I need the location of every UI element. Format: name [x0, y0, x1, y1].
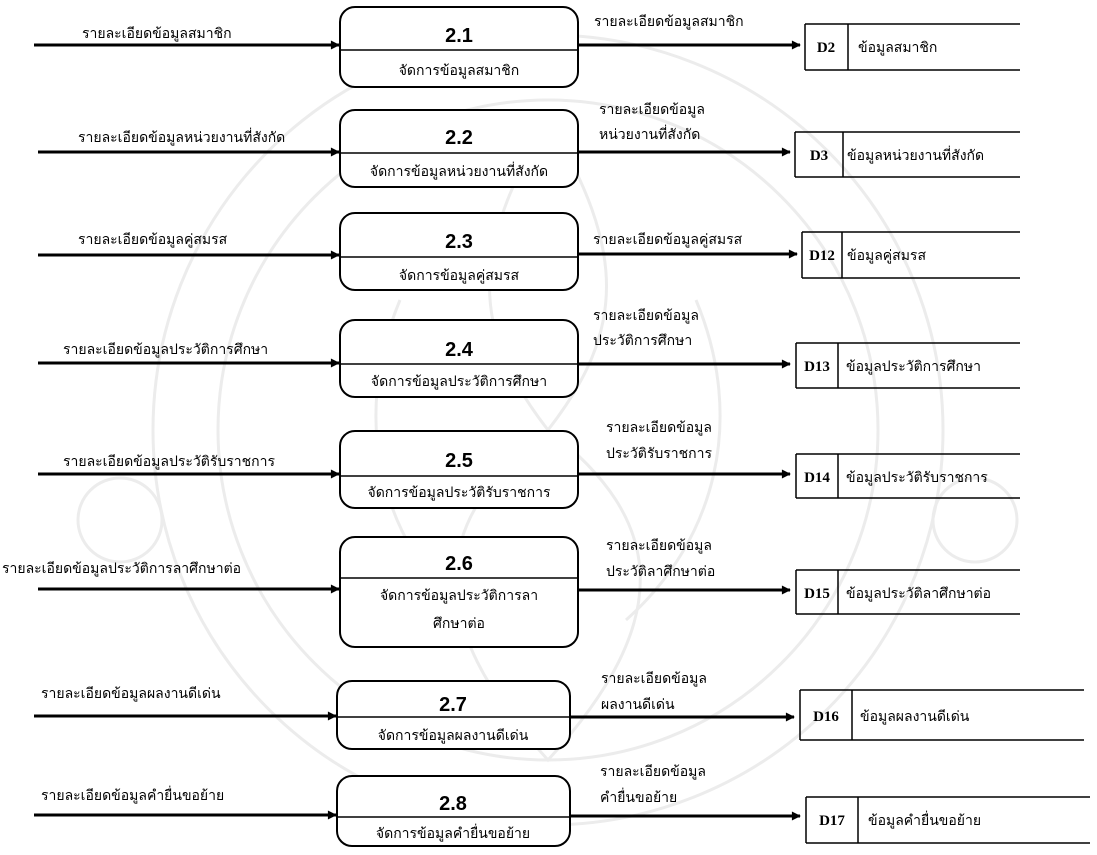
- data-store-D17[interactable]: D17 ข้อมูลคำยื่นขอย้าย: [805, 796, 1090, 844]
- process-2-5[interactable]: 2.5 จัดการข้อมูลประวัติรับราชการ: [339, 430, 579, 509]
- output-flow-label-line-1: รายละเอียดข้อมูล: [606, 420, 712, 436]
- output-flow-label: รายละเอียดข้อมูลคู่สมรส: [593, 232, 743, 248]
- process-2-7[interactable]: 2.7 จัดการข้อมูลผลงานดีเด่น: [336, 680, 571, 750]
- data-store-D12[interactable]: D12 ข้อมูลคู่สมรส: [801, 231, 1020, 279]
- process-2-8[interactable]: 2.8 จัดการข้อมูลคำยื่นขอย้าย: [336, 775, 571, 847]
- input-flow-label: รายละเอียดข้อมูลหน่วยงานที่สังกัด: [78, 128, 285, 146]
- data-store-id: D13: [804, 359, 830, 375]
- output-flow-label-line-2: คำยื่นขอย้าย: [600, 788, 677, 806]
- output-flow-label-line-1: รายละเอียดข้อมูล: [606, 538, 712, 554]
- row-2-3: รายละเอียดข้อมูลคู่สมรส 2.3 จัดการข้อมูล…: [38, 212, 1020, 291]
- data-store-name: ข้อมูลสมาชิก: [858, 40, 937, 56]
- process-id: 2.7: [439, 694, 467, 716]
- output-flow-label-line-1: รายละเอียดข้อมูล: [601, 671, 707, 687]
- data-store-name: ข้อมูลหน่วยงานที่สังกัด: [847, 146, 984, 164]
- data-store-name: ข้อมูลคู่สมรส: [847, 248, 926, 264]
- data-store-name: ข้อมูลคำยื่นขอย้าย: [868, 811, 981, 829]
- data-store-id: D17: [819, 813, 845, 829]
- data-store-D13[interactable]: D13 ข้อมูลประวัติการศึกษา: [795, 342, 1020, 389]
- process-name: จัดการข้อมูลคู่สมรส: [399, 268, 520, 284]
- output-flow-label-line-2: หน่วยงานที่สังกัด: [599, 125, 700, 143]
- row-2-4: รายละเอียดข้อมูลประวัติการศึกษา 2.4 จัดก…: [38, 308, 1020, 398]
- input-flow-label: รายละเอียดข้อมูลประวัติรับราชการ: [63, 454, 275, 470]
- row-2-2: รายละเอียดข้อมูลหน่วยงานที่สังกัด 2.2 จั…: [38, 102, 1020, 188]
- input-flow-label: รายละเอียดข้อมูลประวัติการศึกษา: [63, 342, 268, 358]
- data-store-id: D2: [817, 40, 835, 56]
- process-id: 2.3: [445, 231, 473, 253]
- data-store-name: ข้อมูลประวัติลาศึกษาต่อ: [846, 586, 991, 602]
- process-2-6[interactable]: 2.6 จัดการข้อมูลประวัติการลา ศึกษาต่อ: [339, 536, 579, 648]
- row-2-6: รายละเอียดข้อมูลประวัติการลาศึกษาต่อ 2.6…: [2, 536, 1020, 648]
- process-2-1[interactable]: 2.1 จัดการข้อมูลสมาชิก: [339, 6, 579, 88]
- data-store-D2[interactable]: D2 ข้อมูลสมาชิก: [804, 23, 1020, 71]
- process-name-line-1: จัดการข้อมูลประวัติการลา: [380, 588, 538, 604]
- process-name: จัดการข้อมูลคำยื่นขอย้าย: [376, 824, 530, 842]
- output-flow-label-line-1: รายละเอียดข้อมูล: [600, 764, 706, 780]
- process-name: จัดการข้อมูลหน่วยงานที่สังกัด: [370, 162, 548, 180]
- output-flow-label-line-2: ประวัติการศึกษา: [593, 333, 692, 349]
- process-name: จัดการข้อมูลผลงานดีเด่น: [378, 728, 529, 744]
- data-store-id: D3: [810, 148, 828, 164]
- process-2-4[interactable]: 2.4 จัดการข้อมูลประวัติการศึกษา: [339, 319, 579, 398]
- output-flow-label-line-2: ประวัติรับราชการ: [606, 446, 713, 462]
- output-flow-label-line-1: รายละเอียดข้อมูล: [593, 308, 699, 324]
- data-store-D14[interactable]: D14 ข้อมูลประวัติรับราชการ: [795, 453, 1020, 499]
- input-flow-label: รายละเอียดข้อมูลผลงานดีเด่น: [41, 686, 221, 702]
- process-id: 2.5: [445, 450, 473, 472]
- row-2-5: รายละเอียดข้อมูลประวัติรับราชการ 2.5 จัด…: [38, 420, 1020, 509]
- row-2-1: รายละเอียดข้อมูลสมาชิก 2.1 จัดการข้อมูลส…: [34, 6, 1020, 88]
- input-flow-label: รายละเอียดข้อมูลคำยื่นขอย้าย: [41, 786, 224, 804]
- process-name: จัดการข้อมูลประวัติรับราชการ: [368, 485, 551, 501]
- process-id: 2.6: [445, 553, 473, 575]
- data-store-id: D15: [804, 586, 830, 602]
- process-id: 2.2: [445, 127, 473, 149]
- data-store-id: D16: [813, 709, 839, 725]
- data-store-name: ข้อมูลประวัติรับราชการ: [846, 470, 988, 486]
- data-store-id: D14: [804, 470, 830, 486]
- data-store-D3[interactable]: D3 ข้อมูลหน่วยงานที่สังกัด: [794, 131, 1020, 178]
- data-store-D15[interactable]: D15 ข้อมูลประวัติลาศึกษาต่อ: [795, 569, 1020, 615]
- output-flow-label-line-2: ผลงานดีเด่น: [601, 697, 675, 713]
- process-name-line-2: ศึกษาต่อ: [433, 616, 485, 632]
- row-2-7: รายละเอียดข้อมูลผลงานดีเด่น 2.7 จัดการข้…: [34, 671, 1084, 750]
- data-store-name: ข้อมูลผลงานดีเด่น: [860, 709, 970, 725]
- process-id: 2.4: [445, 339, 474, 361]
- process-2-3[interactable]: 2.3 จัดการข้อมูลคู่สมรส: [339, 212, 579, 291]
- output-flow-label-line-1: รายละเอียดข้อมูล: [599, 102, 705, 118]
- data-store-D16[interactable]: D16 ข้อมูลผลงานดีเด่น: [799, 689, 1084, 741]
- output-flow-label-line-2: ประวัติลาศึกษาต่อ: [606, 564, 715, 580]
- input-flow-label: รายละเอียดข้อมูลสมาชิก: [82, 26, 232, 42]
- row-2-8: รายละเอียดข้อมูลคำยื่นขอย้าย 2.8 จัดการข…: [34, 764, 1090, 847]
- process-name: จัดการข้อมูลประวัติการศึกษา: [371, 374, 547, 390]
- data-store-id: D12: [809, 248, 835, 264]
- data-store-name: ข้อมูลประวัติการศึกษา: [846, 359, 981, 375]
- input-flow-label: รายละเอียดข้อมูลคู่สมรส: [78, 232, 228, 248]
- process-id: 2.8: [439, 793, 467, 815]
- process-id: 2.1: [445, 25, 473, 47]
- process-name: จัดการข้อมูลสมาชิก: [399, 63, 520, 79]
- output-flow-label: รายละเอียดข้อมูลสมาชิก: [594, 14, 744, 30]
- input-flow-label: รายละเอียดข้อมูลประวัติการลาศึกษาต่อ: [2, 561, 241, 577]
- process-2-2[interactable]: 2.2 จัดการข้อมูลหน่วยงานที่สังกัด: [339, 109, 579, 188]
